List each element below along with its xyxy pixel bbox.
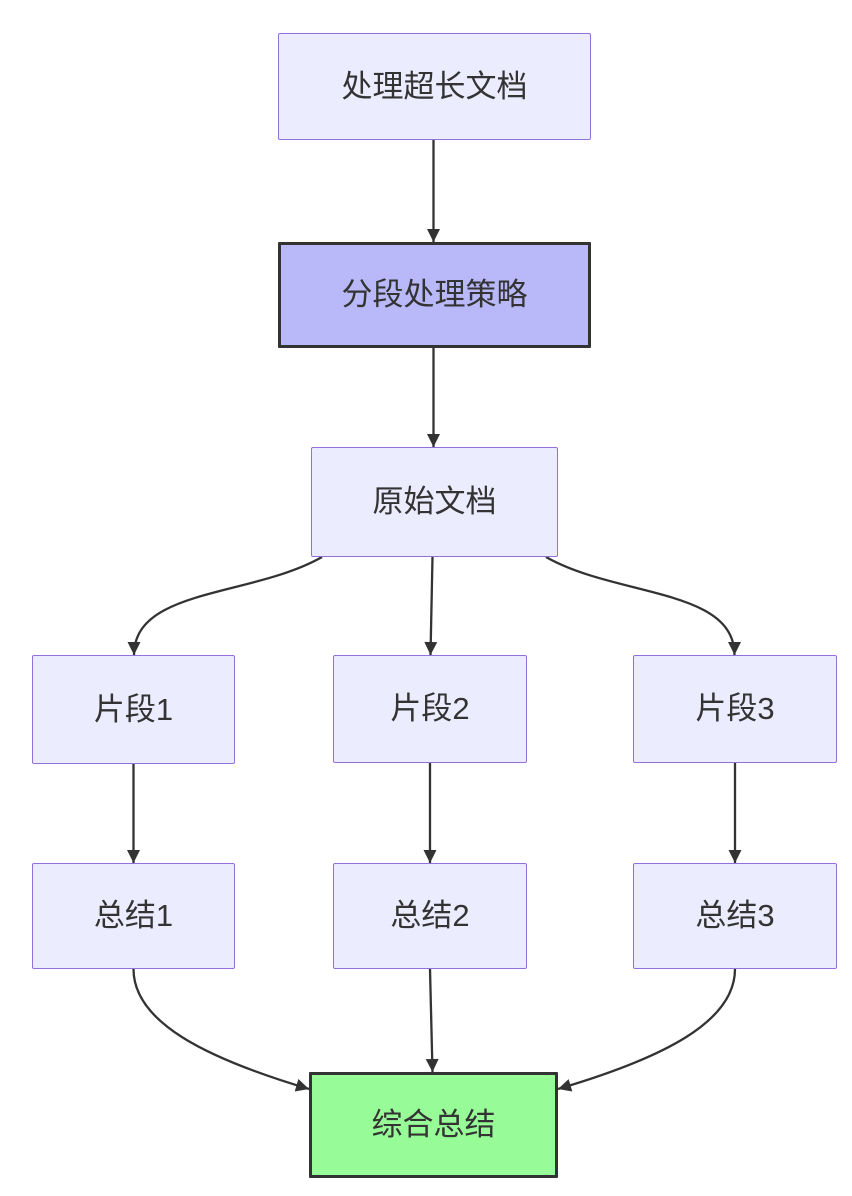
node-original-doc: 原始文档 <box>311 447 558 557</box>
edge-original-to-frag3 <box>545 556 741 656</box>
node-label: 分段处理策略 <box>341 277 528 313</box>
node-fragment-1: 片段1 <box>32 655 235 764</box>
node-fragment-2: 片段2 <box>333 655 527 763</box>
edge-sum1-to-final <box>132 968 310 1092</box>
node-summary-1: 总结1 <box>32 863 235 969</box>
node-label: 总结1 <box>93 898 174 934</box>
edge-sum3-to-final <box>557 968 737 1092</box>
node-label: 总结3 <box>695 898 775 934</box>
node-process-long-doc: 处理超长文档 <box>278 33 591 140</box>
node-final-summary: 综合总结 <box>309 1072 558 1178</box>
node-summary-3: 总结3 <box>633 863 837 969</box>
node-label: 总结2 <box>390 898 470 934</box>
node-label: 片段2 <box>390 691 470 727</box>
node-label: 片段1 <box>93 691 174 727</box>
node-fragment-3: 片段3 <box>633 655 837 763</box>
node-label: 处理超长文档 <box>341 68 528 104</box>
edge-sum2-to-final <box>425 968 439 1073</box>
edge-original-to-frag2 <box>424 556 438 656</box>
edge-original-to-frag1 <box>127 556 323 656</box>
node-label: 综合总结 <box>371 1107 496 1143</box>
node-summary-2: 总结2 <box>333 863 527 969</box>
node-label: 原始文档 <box>372 484 497 520</box>
node-segment-strategy: 分段处理策略 <box>278 242 591 348</box>
node-label: 片段3 <box>695 691 775 727</box>
